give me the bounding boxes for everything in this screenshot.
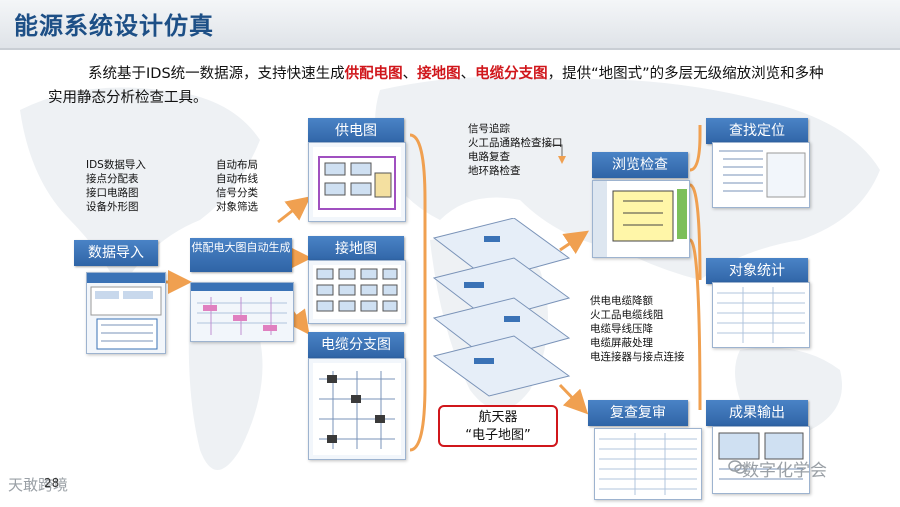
layout-list: 自动布局 自动布线 信号分类 对象筛选 [216, 159, 258, 213]
output-thumbnail [712, 426, 810, 494]
find-locate-tag: 查找定位 [706, 118, 808, 144]
footer-left-logo: 天敢跨境 [8, 476, 69, 494]
auto-generate-thumbnail [190, 282, 294, 342]
cable-diagram-tag: 电缆分支图 [308, 332, 404, 358]
footer-right-logo: 数字化学会 [742, 461, 827, 481]
description-text: 系统基于IDS统一数据源，支持快速生成供配电图、接地图、电缆分支图，提供“地图式… [48, 62, 828, 110]
electronic-map-callout: 航天器 “电子地图” [438, 405, 558, 447]
calc-list: 供电电缆降额 火工品电缆线阻 电缆导线压降 电缆屏蔽处理 电连接器与接点连接 [590, 295, 685, 363]
callout-line2: “电子地图” [465, 428, 531, 443]
power-diagram-tag: 供电图 [308, 118, 404, 144]
generate-screenshot-graphic [191, 283, 293, 335]
output-tag: 成果输出 [706, 400, 808, 426]
check-list: 信号追踪 火工品通路检查接口 电路复查 地环路检查 [468, 123, 563, 177]
import-screenshot-graphic [87, 273, 165, 350]
ground-diagram-tag: 接地图 [308, 236, 404, 262]
cable-diagram-thumbnail [308, 358, 406, 460]
power-diagram-graphic [313, 147, 401, 217]
auto-generate-tag: 供配电大图自动生成 [190, 238, 292, 272]
page-number: 28 [44, 476, 60, 490]
object-stats-graphic [713, 283, 809, 347]
highlight-cable-diagram: 电缆分支图 [475, 66, 548, 82]
power-diagram-thumbnail [308, 142, 406, 222]
review-thumbnail [594, 428, 702, 500]
ground-diagram-graphic [313, 265, 401, 319]
cable-diagram-graphic [313, 363, 401, 455]
browse-check-tag: 浏览检查 [592, 152, 688, 178]
find-locate-graphic [713, 143, 809, 207]
highlight-power-diagram: 供配电图 [344, 66, 403, 82]
output-graphic [713, 427, 809, 493]
data-import-thumbnail [86, 272, 166, 354]
browse-check-thumbnail [592, 180, 690, 258]
object-stats-tag: 对象统计 [706, 258, 808, 284]
review-graphic [595, 429, 701, 499]
callout-line1: 航天器 [478, 410, 518, 425]
description-part1: 系统基于IDS统一数据源，支持快速生成 [88, 66, 345, 82]
ground-diagram-thumbnail [308, 260, 406, 324]
import-list: IDS数据导入 接点分配表 接口电路图 设备外形图 [86, 159, 146, 213]
header-bar: 能源系统设计仿真 [0, 0, 900, 50]
object-stats-thumbnail [712, 282, 810, 348]
highlight-ground-diagram: 接地图 [417, 66, 461, 82]
page-title: 能源系统设计仿真 [14, 12, 214, 40]
description-separator: 、 [402, 66, 418, 82]
find-locate-thumbnail [712, 142, 810, 208]
wechat-icon [728, 460, 746, 474]
review-tag: 复查复审 [588, 400, 688, 426]
data-import-tag: 数据导入 [74, 240, 158, 266]
description-separator: 、 [460, 66, 476, 82]
description-part2: ，提供“地图式”的多层无级缩放浏览和多种实用静态分析检查工具。 [48, 66, 824, 106]
browse-check-graphic [593, 181, 689, 257]
stacked-map-layers [432, 218, 571, 397]
